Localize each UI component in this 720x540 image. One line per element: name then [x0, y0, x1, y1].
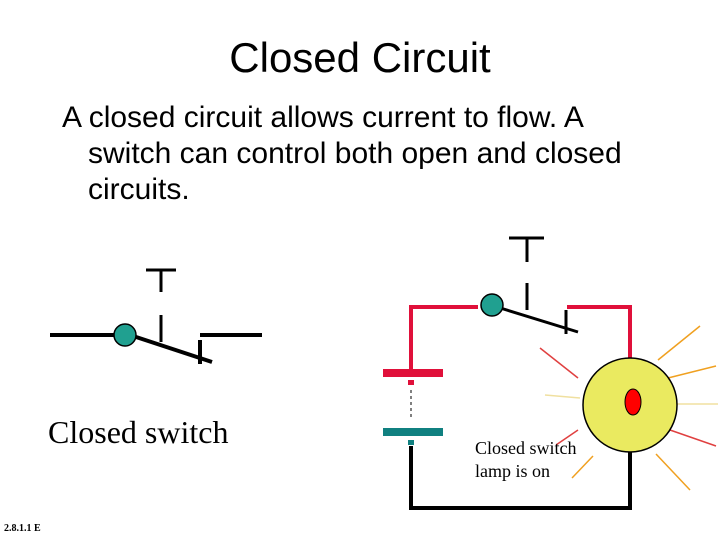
lamp-ray [669, 429, 717, 447]
lamp-label-line1: Closed switch [475, 438, 577, 458]
battery-positive-plate [383, 369, 443, 377]
lamp-label-line2: lamp is on [475, 461, 550, 481]
circuit-switch-pivot [480, 293, 504, 317]
slide-body-text: A closed circuit allows current to flow.… [62, 101, 622, 206]
lamp-ray [571, 455, 594, 479]
slide-title: Closed Circuit [229, 34, 491, 81]
closed-switch-symbol [50, 268, 262, 364]
lamp-circuit [383, 236, 718, 510]
lamp-ray [539, 347, 579, 379]
battery-positive-terminal [408, 380, 414, 385]
lamp-status-label: Closed switch lamp is on [475, 437, 635, 483]
lamp-ray [655, 453, 691, 491]
lamp-rays [539, 325, 718, 491]
lamp-ray [544, 394, 581, 399]
wire-top-right [567, 305, 632, 380]
wire-bottom [409, 430, 632, 510]
closed-switch-label: Closed switch [48, 414, 229, 450]
switch-pivot [113, 323, 137, 347]
lamp-ray [667, 365, 717, 379]
slide-footer-code: 2.8.1.1 E [4, 523, 41, 534]
lamp-ray [555, 429, 579, 446]
lamp-ray [657, 325, 701, 361]
lamp-filament [624, 388, 642, 416]
wire-top-left [409, 305, 478, 372]
battery-negative-plate [383, 428, 443, 436]
battery-negative-terminal [408, 440, 414, 445]
